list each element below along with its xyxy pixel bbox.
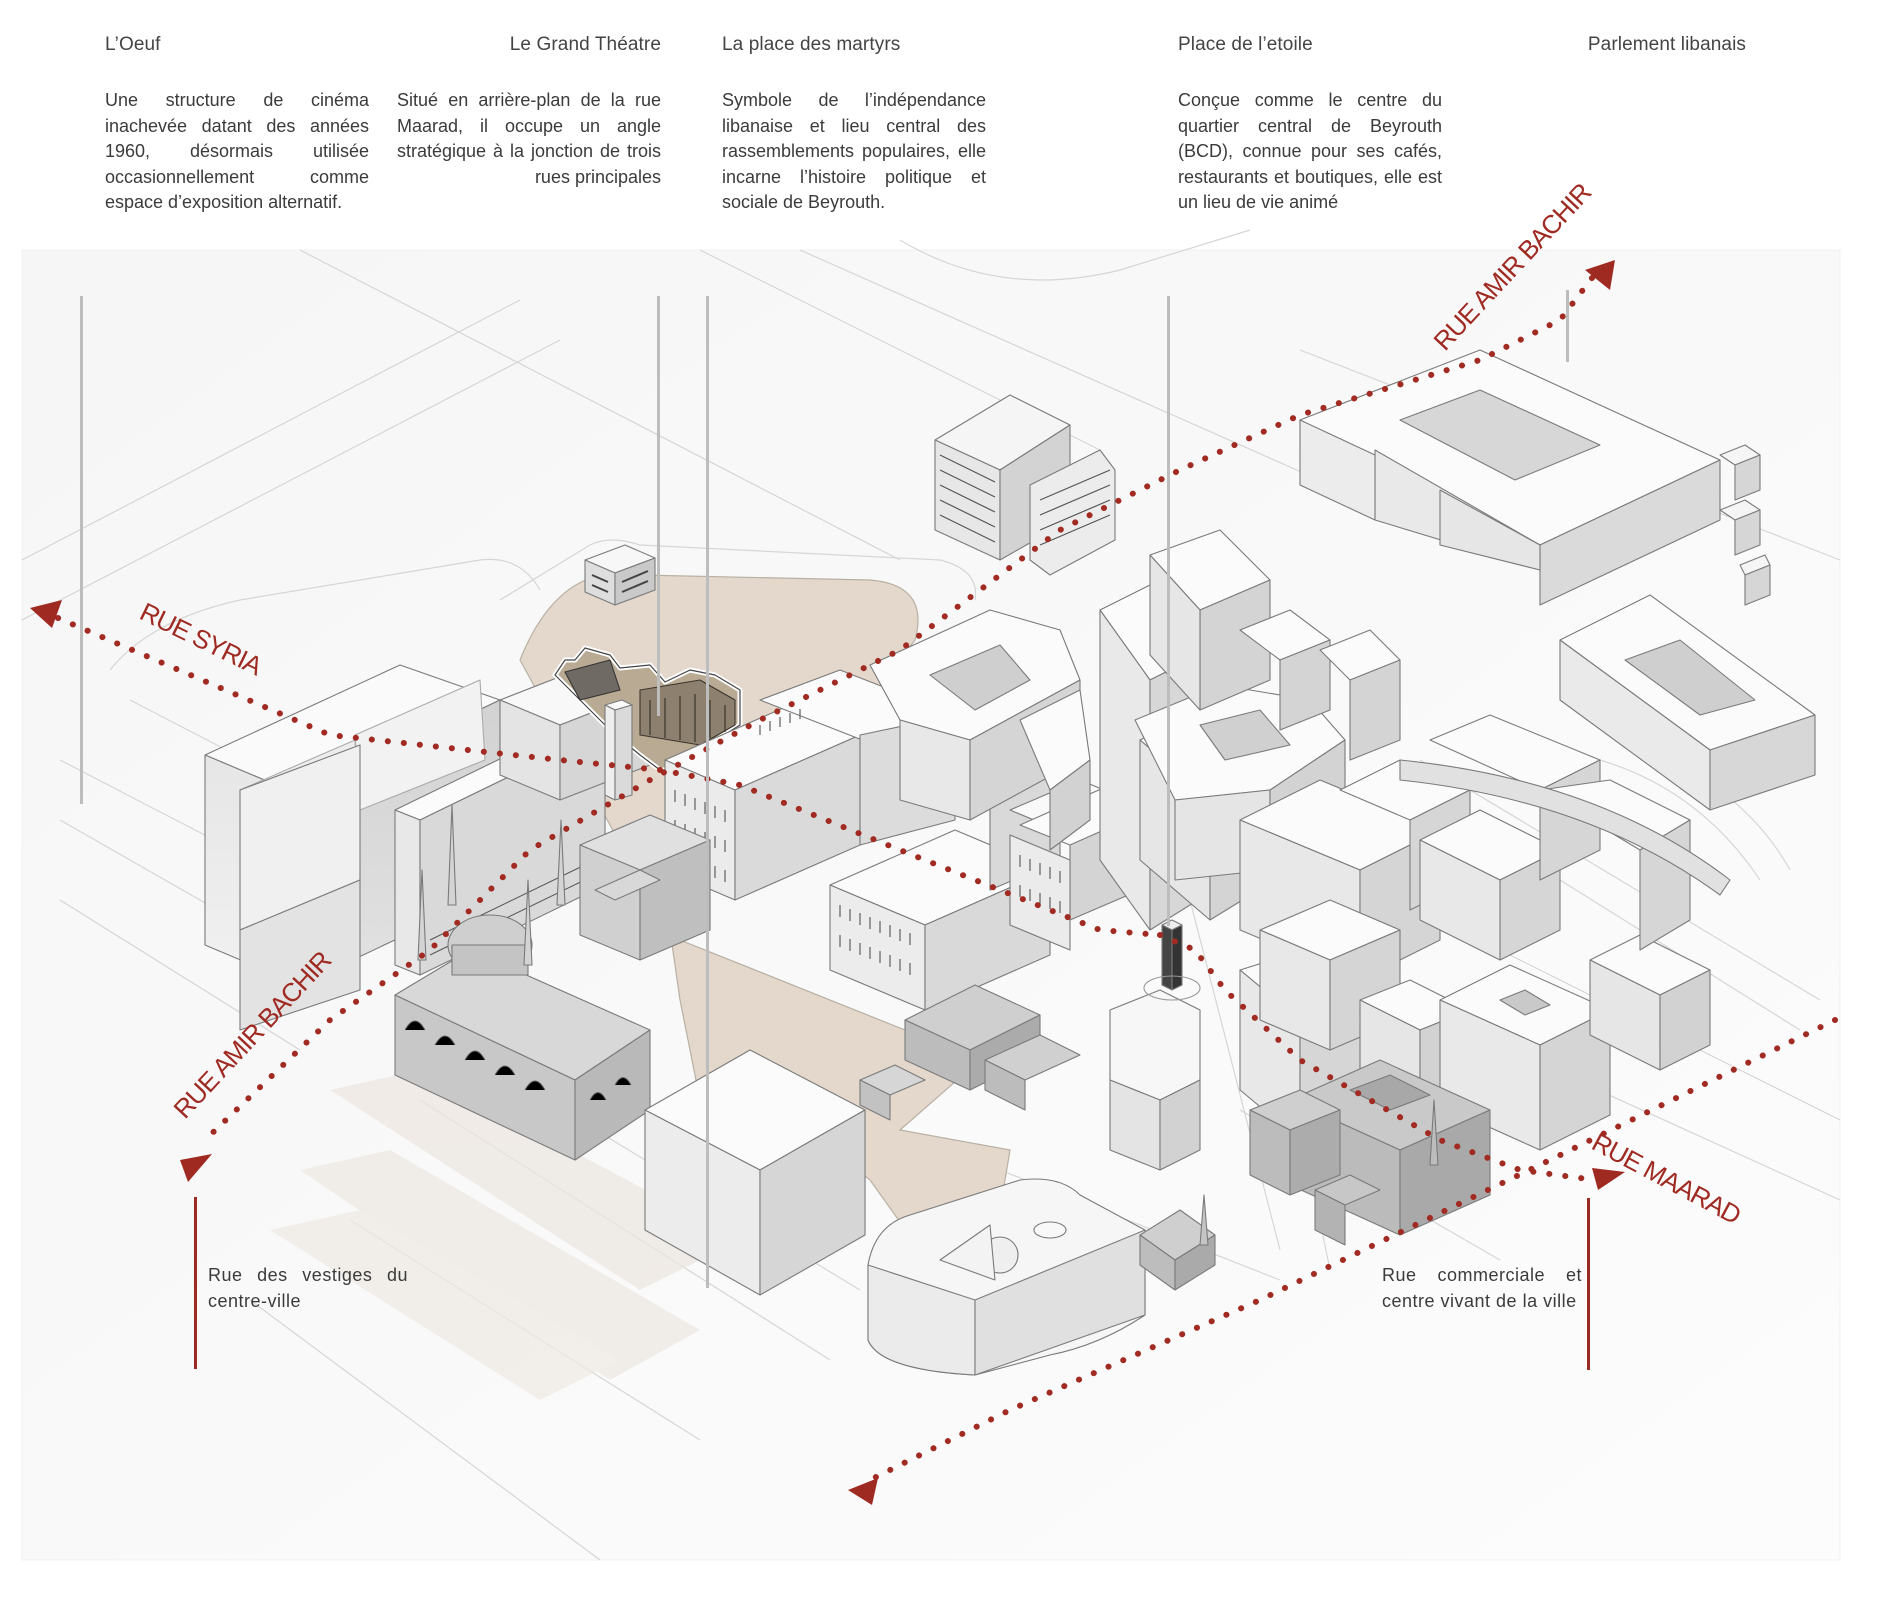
building-east-courtyard xyxy=(1559,594,1816,811)
building-row-historic-1 xyxy=(664,704,861,901)
landmark-title-martyrs: La place des martyrs xyxy=(722,34,901,55)
landmark-desc-etoile: Conçue comme le centre du quartier centr… xyxy=(1178,90,1442,212)
landmark-desc-loeuf: Une structure de cinéma inachevée datant… xyxy=(105,90,369,212)
note-bar-left xyxy=(194,1197,197,1369)
etoile-connector-path xyxy=(1157,932,1598,1183)
building-north-modern xyxy=(934,394,1116,576)
arrow-rue-syria-west xyxy=(30,600,62,628)
building-block-west-2 xyxy=(239,744,361,1031)
mosque-minarets xyxy=(417,804,566,966)
building-bcd-east-5 xyxy=(1589,934,1711,1071)
landmark-desc-martyrs: Symbole de l’indépendance libanaise et l… xyxy=(722,90,986,212)
building-bcd-east-2 xyxy=(1339,759,1561,961)
note-bar-right xyxy=(1587,1198,1590,1370)
building-mosque xyxy=(394,804,651,1161)
building-east-terrace xyxy=(1399,759,1731,896)
building-foch-2 xyxy=(1239,609,1401,761)
building-etoile-1 xyxy=(1109,989,1201,1171)
arrow-rue-maarad-sw xyxy=(848,1478,878,1505)
building-grand-theatre xyxy=(552,645,743,773)
building-gray-small-south xyxy=(1139,1194,1216,1291)
leader-line-grand-theatre xyxy=(657,296,660,716)
rue-syria-path xyxy=(55,615,1163,938)
landmark-title-parlement: Parlement libanais xyxy=(1587,34,1746,55)
building-south-cube xyxy=(644,1049,866,1296)
arrow-rue-amir-bachir-sw xyxy=(180,1154,212,1182)
building-parlement xyxy=(1299,349,1721,606)
building-wedge-north xyxy=(1019,689,1091,851)
landmark-title-etoile: Place de l’etoile xyxy=(1178,34,1313,55)
buildings xyxy=(204,349,1816,1376)
street-arrows xyxy=(30,260,1625,1505)
leader-line-parlement xyxy=(1566,290,1569,362)
rue-maarad-path xyxy=(867,1017,1838,1483)
building-bcd-courtyard-square xyxy=(1439,964,1611,1151)
building-north-small xyxy=(584,544,656,606)
arrow-rue-maarad xyxy=(1592,1168,1625,1190)
building-gray-complex xyxy=(859,984,1081,1121)
building-tower-small xyxy=(604,699,633,801)
leader-line-etoile xyxy=(1167,296,1170,926)
landmark-title-loeuf: L’Oeuf xyxy=(105,34,161,55)
street-paths xyxy=(55,275,1838,1483)
garden-area xyxy=(270,1070,740,1400)
leader-line-martyrs xyxy=(706,296,709,1288)
note-left: Rue des vestiges du centre-ville xyxy=(208,1265,408,1311)
rue-amir-bachir-path xyxy=(202,275,1595,1143)
building-foch-1 xyxy=(1149,529,1271,711)
building-gray-box-se xyxy=(1249,1089,1341,1196)
note-right: Rue commerciale et centre vivant de la v… xyxy=(1382,1265,1582,1311)
arrow-rue-amir-bachir-ne xyxy=(1585,260,1615,290)
building-rounded-south xyxy=(867,1178,1146,1376)
landmark-title-grand-theatre: Le Grand Théatre xyxy=(509,34,661,55)
leader-line-loeuf xyxy=(80,296,83,804)
building-parlement-steps xyxy=(1719,444,1771,606)
landmark-desc-grand-theatre: Situé en arrière-plan de la rue Maarad, … xyxy=(397,90,661,187)
building-gray-block xyxy=(579,814,711,961)
